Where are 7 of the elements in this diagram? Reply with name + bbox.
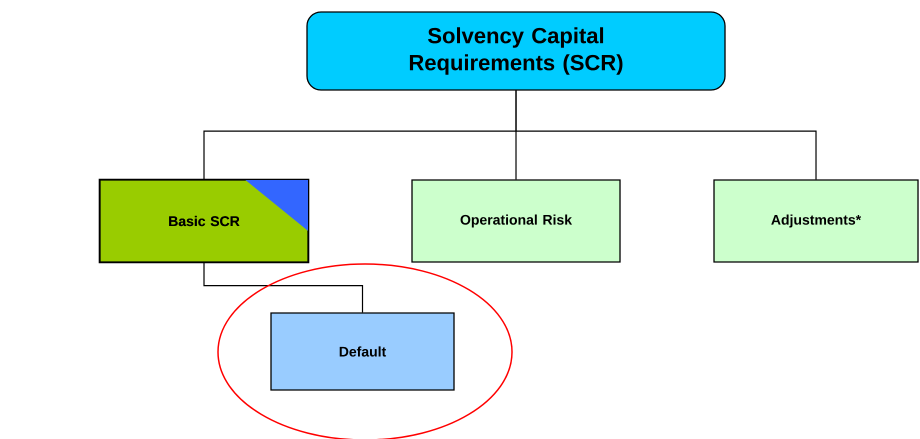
process-box: Adjustments* (713, 179, 919, 263)
process-box: Default (270, 312, 455, 391)
connector-line (515, 90, 817, 180)
title-box: Solvency Capital Requirements (SCR) (306, 11, 726, 91)
connector-line (203, 262, 364, 312)
process-box: Operational Risk (411, 179, 621, 263)
process-box: Basic SCR (98, 178, 310, 264)
